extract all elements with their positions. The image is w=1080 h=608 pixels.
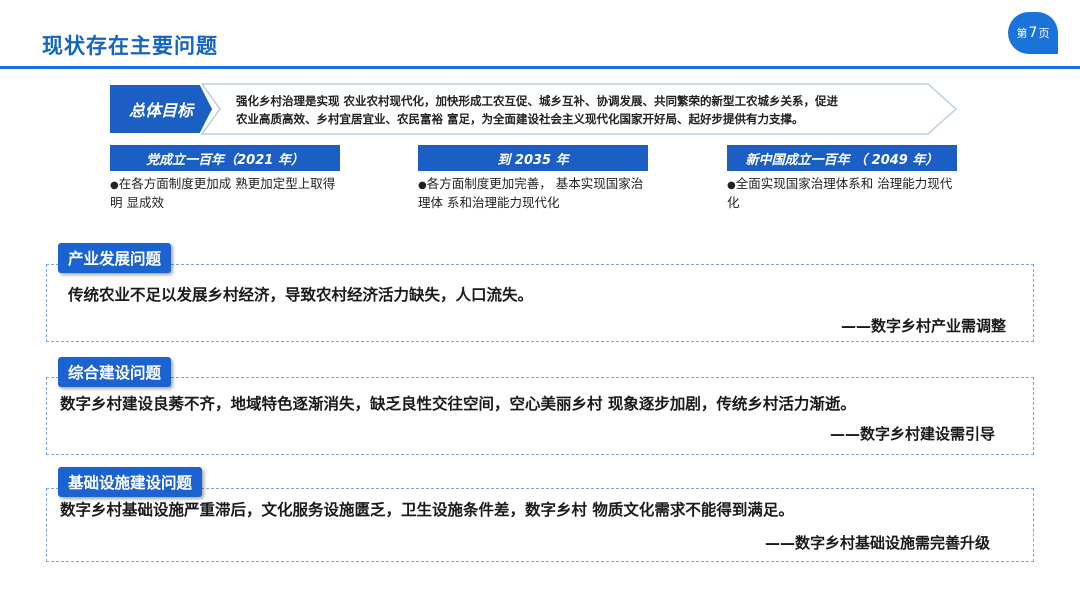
problem-text-construction: 数字乡村建设良莠不齐，地域特色逐渐消失，缺乏良性交往空间，空心美丽乡村 现象逐步… — [60, 395, 856, 413]
problem-tab-industry: 产业发展问题 — [58, 243, 172, 273]
page-title: 现状存在主要问题 — [42, 34, 218, 58]
milestone-text: 全面实现国家治理体系和 治理能力现代化 — [727, 176, 953, 210]
page-number: 7 — [1028, 25, 1038, 41]
problem-signature-infrastructure: ——数字乡村基础设施需完善升级 — [764, 534, 990, 552]
bullet-icon: ● — [418, 180, 427, 191]
problem-tab-infrastructure: 基础设施建设问题 — [58, 467, 203, 497]
problem-text-infrastructure: 数字乡村基础设施严重滞后，文化服务设施匮乏，卫生设施条件差，数字乡村 物质文化需… — [60, 501, 794, 519]
milestone-title: 党成立一百年（2021 年） — [110, 145, 340, 171]
goal-text: 强化乡村治理是实现 农业农村现代化，加快形成工农互促、城乡互补、协调发展、共同繁… — [236, 92, 936, 128]
goal-label: 总体目标 — [110, 85, 212, 133]
milestone-text: 在各方面制度更加成 熟更加定型上取得明 显成效 — [110, 176, 336, 210]
bullet-icon: ● — [727, 180, 736, 191]
problem-text-industry: 传统农业不足以发展乡村经济，导致农村经济活力缺失，人口流失。 — [68, 286, 534, 304]
milestone-text: 各方面制度更加完善， 基本实现国家治理体 系和治理能力现代化 — [418, 176, 644, 210]
page-suffix: 页 — [1038, 27, 1050, 40]
goal-text-line-2: 农业高质高效、乡村宜居宜业、农民富裕 富足，为全面建设社会主义现代化国家开好局、… — [236, 112, 804, 126]
problem-signature-construction: ——数字乡村建设需引导 — [829, 425, 995, 443]
milestone-title: 新中国成立一百年 （ 2049 年） — [727, 145, 957, 171]
goal-text-line-1: 强化乡村治理是实现 农业农村现代化，加快形成工农互促、城乡互补、协调发展、共同繁… — [236, 94, 838, 108]
problem-box-industry — [46, 264, 1034, 342]
problem-box-infrastructure — [46, 488, 1034, 562]
milestone-body: ●全面实现国家治理体系和 治理能力现代化 — [727, 175, 957, 211]
milestone-title: 到 2035 年 — [418, 145, 648, 171]
header-divider — [0, 66, 1080, 69]
problem-box-construction — [46, 377, 1034, 455]
milestone-2049: 新中国成立一百年 （ 2049 年） ●全面实现国家治理体系和 治理能力现代化 — [727, 145, 957, 211]
milestone-2035: 到 2035 年 ●各方面制度更加完善， 基本实现国家治理体 系和治理能力现代化 — [418, 145, 648, 211]
problem-signature-industry: ——数字乡村产业需调整 — [840, 317, 1006, 335]
bullet-icon: ● — [110, 180, 119, 191]
milestone-2021: 党成立一百年（2021 年） ●在各方面制度更加成 熟更加定型上取得明 显成效 — [110, 145, 340, 211]
problem-tab-construction: 综合建设问题 — [58, 357, 172, 387]
page-prefix: 第 — [1016, 27, 1028, 40]
milestone-body: ●各方面制度更加完善， 基本实现国家治理体 系和治理能力现代化 — [418, 175, 648, 211]
milestone-body: ●在各方面制度更加成 熟更加定型上取得明 显成效 — [110, 175, 340, 211]
goal-arrow-frame — [200, 83, 958, 135]
